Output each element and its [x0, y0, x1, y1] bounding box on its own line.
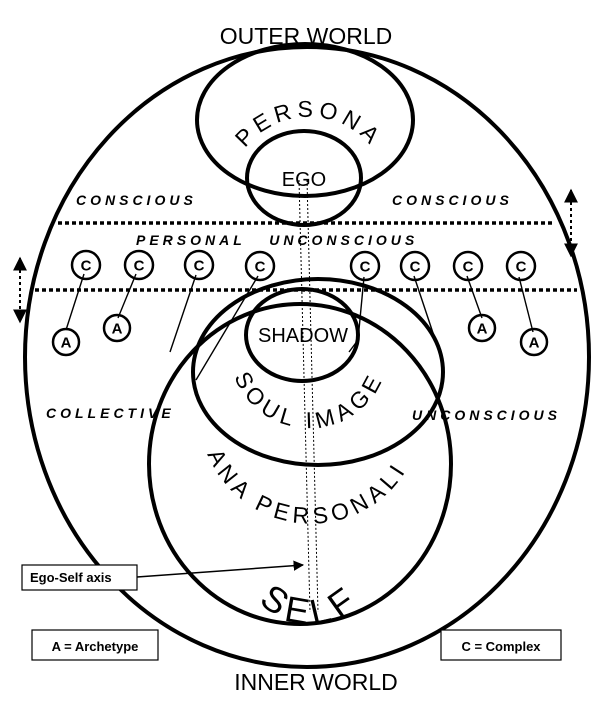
collective-label: COLLECTIVE [46, 405, 175, 421]
archetype-node-3-label: A [477, 321, 488, 338]
complex-node-5-label: C [360, 259, 371, 276]
persona-label: PERSONA [230, 96, 389, 152]
complex-node-7-label: C [463, 259, 474, 276]
soul-image-circle [191, 277, 445, 467]
connector-c3-mana [169, 274, 197, 353]
persona-circle [195, 42, 415, 198]
conscious-right-label: CONSCIOUS [392, 192, 513, 208]
ego-label: EGO [282, 169, 326, 191]
soul-image-label-path: SOUL IMAGE [229, 367, 383, 433]
complex-node-5: C [349, 250, 381, 282]
archetype-node-2-label: A [112, 321, 123, 338]
self-boundary [23, 45, 591, 669]
complex-node-3: C [183, 249, 215, 281]
archetype-node-1: A [51, 327, 81, 357]
complex-node-2: C [123, 249, 155, 281]
complex-node-8: C [505, 250, 537, 282]
unconscious-label: UNCONSCIOUS [412, 407, 561, 423]
connector-c5-shadow [348, 276, 365, 353]
legend-complex: C = Complex [440, 629, 562, 661]
connector-c8-a4 [518, 276, 534, 333]
complex-node-1-label: C [81, 258, 92, 275]
conscious-left-label: CONSCIOUS [76, 192, 197, 208]
complex-node-8-label: C [516, 259, 527, 276]
complex-node-6: C [399, 250, 431, 282]
connector-c1-a1 [65, 273, 85, 331]
archetype-node-1-label: A [61, 335, 72, 352]
complex-node-4: C [244, 250, 276, 282]
soul-image-label: SOUL IMAGE [229, 367, 388, 433]
complex-node-6-label: C [410, 259, 421, 276]
legend-archetype-text: A = Archetype [52, 639, 139, 654]
complex-node-1: C [70, 249, 102, 281]
complex-node-4-label: C [255, 259, 266, 276]
personal-unconscious-label: PERSONAL UNCONSCIOUS [136, 232, 418, 248]
inner-world-label: INNER WORLD [234, 669, 398, 695]
archetype-node-4: A [519, 327, 549, 357]
connector-c7-a3 [466, 275, 483, 319]
complex-node-2-label: C [134, 258, 145, 275]
connector-c2-a2 [117, 273, 137, 319]
ego-self-axis-arrow [136, 560, 305, 578]
connector-c4-soul [195, 275, 259, 381]
legend-archetype: A = Archetype [31, 629, 159, 661]
legend-complex-box [440, 629, 562, 661]
ego-self-axis-line-left [298, 179, 311, 613]
connector-c6-mana [413, 275, 443, 361]
complex-node-7: C [452, 250, 484, 282]
ego-circle [245, 129, 363, 227]
ego-self-axis-line-right [306, 179, 319, 613]
complex-node-3-label: C [194, 258, 205, 275]
ego-self-axis-callout: Ego-Self axis [21, 560, 305, 591]
ego-self-axis-box [21, 564, 138, 591]
persona-label-path: PERSONA [230, 96, 384, 152]
legend-complex-text: C = Complex [461, 639, 541, 654]
archetype-node-3: A [467, 313, 497, 343]
legend-archetype-box [31, 629, 159, 661]
mana-personality-circle [147, 302, 453, 626]
archetype-node-4-label: A [529, 335, 540, 352]
ego-self-axis-text: Ego-Self axis [30, 570, 112, 585]
archetype-node-2: A [102, 313, 132, 343]
